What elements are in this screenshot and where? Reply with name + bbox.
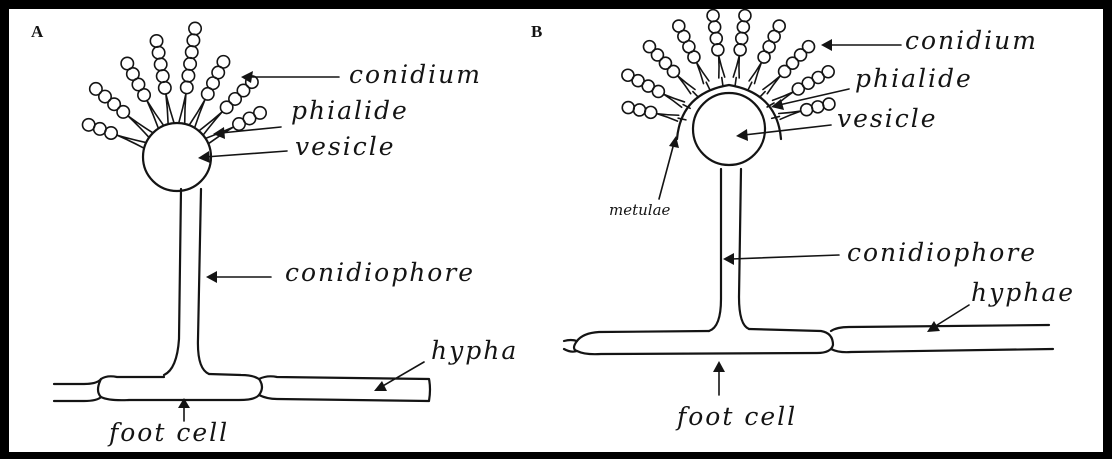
panel-b-conidium-8-3 bbox=[822, 66, 834, 78]
panel-a-conidium-3-3 bbox=[152, 47, 164, 59]
panel-a-conidium-3-2 bbox=[154, 58, 166, 70]
panel-b-metula-6 bbox=[748, 82, 752, 89]
panel-b-conidium-4-1 bbox=[710, 32, 722, 44]
panel-a-conidium-0-2 bbox=[82, 119, 94, 131]
panel-b-conidium-5-3 bbox=[739, 10, 751, 22]
panel-b-conidium-0-2 bbox=[622, 102, 634, 114]
panel-b-conidium-6-3 bbox=[773, 20, 785, 32]
panel-a-conidiophore bbox=[164, 189, 209, 375]
panel-a-label-hypha: hypha bbox=[431, 336, 518, 365]
panel-a-conidium-4-5 bbox=[189, 22, 201, 34]
panel-a-label-vesicle: vesicle bbox=[295, 132, 396, 161]
panel-b-label-hyphae: hyphae bbox=[971, 278, 1075, 307]
panel-b-conidium-4-0 bbox=[712, 44, 724, 56]
panel-b-conidium-0-1 bbox=[633, 104, 645, 116]
panel-b-metula-5 bbox=[735, 78, 736, 86]
panel-b-conidium-4-2 bbox=[709, 21, 721, 33]
panel-b-label-vesicle: vesicle bbox=[837, 104, 938, 133]
panel-b-conidium-9-2 bbox=[823, 98, 835, 110]
panel-b-conidiophore bbox=[709, 169, 749, 331]
panel-b-metula-4 bbox=[722, 78, 723, 86]
panel-b-phialide-4 bbox=[719, 56, 725, 78]
panel-b-conidiophore-arrow bbox=[731, 255, 839, 259]
panel-b-conidium-5-1 bbox=[736, 32, 748, 44]
panel-a-conidium-3-0 bbox=[159, 82, 171, 94]
panel-b-conidium-3-3 bbox=[673, 20, 685, 32]
panel-a-conidium-2-3 bbox=[121, 57, 133, 69]
panel-a-label-conidiophore: conidiophore bbox=[285, 258, 475, 287]
panel-a-conidium-4-3 bbox=[186, 46, 198, 58]
panel-b-conidium-2-3 bbox=[643, 41, 655, 53]
panel-a-conidium-7-2 bbox=[254, 107, 266, 119]
panel-b-conidium-0-0 bbox=[645, 106, 657, 118]
panel-b-phialide-3 bbox=[697, 62, 709, 83]
panel-b-label-foot-cell: foot cell bbox=[675, 402, 797, 431]
panel-b-metula-3 bbox=[706, 82, 710, 89]
panel-a-conidium-5-3 bbox=[217, 56, 229, 68]
panel-a-conidium-3-4 bbox=[150, 35, 162, 47]
panel-b-phialide-0 bbox=[657, 114, 679, 122]
panel-a-phialide-3 bbox=[166, 94, 174, 124]
panel-b-label-metulae: metulae bbox=[609, 201, 671, 219]
panel-a-conidium-3-1 bbox=[157, 70, 169, 82]
panel-a-hypha-arrow bbox=[381, 362, 424, 387]
panel-a-phialide-0 bbox=[117, 135, 146, 148]
panel-a-letter: A bbox=[31, 22, 44, 41]
panel-b-label-phialide: phialide bbox=[855, 64, 973, 93]
panel-b-metula-0 bbox=[678, 118, 686, 120]
panel-b: B conidium phialide vesicle metulae coni bbox=[531, 10, 1075, 431]
panel-b-foot-cell bbox=[574, 329, 833, 354]
panel-b-vesicle bbox=[693, 93, 765, 165]
panel-a-conidium-4-0 bbox=[181, 81, 193, 93]
panel-b-hyphae-arrow bbox=[934, 305, 969, 327]
panel-b-conidium-7-3 bbox=[803, 41, 815, 53]
panel-b-phialides bbox=[622, 10, 835, 122]
panel-a-conidium-4-4 bbox=[187, 34, 199, 46]
panel-b-conidium-9-1 bbox=[812, 101, 824, 113]
panel-a-phialide-1 bbox=[128, 116, 153, 138]
panel-b-conidium-5-2 bbox=[737, 21, 749, 33]
panel-b-phialide-1 bbox=[664, 94, 685, 107]
panel-b-metula-2 bbox=[693, 92, 699, 98]
panel-a-phialides bbox=[82, 22, 266, 148]
panel-b-vesicle-arrow bbox=[744, 125, 831, 135]
panel-a: A conidium phialide vesicle conidiophore… bbox=[31, 22, 518, 447]
panel-a-conidium-1-3 bbox=[90, 83, 102, 95]
panel-a-conidium-4-1 bbox=[182, 69, 194, 81]
panel-a-phialide-2 bbox=[147, 100, 164, 128]
panel-b-phialide-9 bbox=[779, 111, 801, 119]
panel-a-label-phialide: phialide bbox=[291, 96, 409, 125]
panel-b-conidium-9-0 bbox=[801, 104, 813, 116]
panel-b-label-conidium: conidium bbox=[905, 26, 1038, 55]
panel-b-metula-7 bbox=[760, 92, 766, 98]
panel-a-hypha bbox=[54, 376, 430, 401]
panel-a-phialide-4 bbox=[179, 94, 186, 124]
panel-b-phialide-6 bbox=[749, 62, 761, 83]
panel-b-metulae-arrow bbox=[659, 143, 674, 199]
panel-b-conidium-5-0 bbox=[734, 44, 746, 56]
panel-a-vesicle-arrow bbox=[205, 151, 287, 157]
panel-b-phialide-5 bbox=[733, 56, 739, 78]
panel-a-label-conidium: conidium bbox=[349, 60, 482, 89]
panel-b-conidium-4-3 bbox=[707, 10, 719, 22]
panel-a-phialide-5 bbox=[189, 99, 205, 127]
panel-b-metula-9 bbox=[772, 116, 780, 118]
panel-b-hyphae bbox=[564, 325, 1053, 352]
panel-b-conidium-1-3 bbox=[622, 69, 634, 81]
panel-b-letter: B bbox=[531, 22, 542, 41]
aspergillus-diagram: A conidium phialide vesicle conidiophore… bbox=[9, 9, 1103, 452]
panel-a-conidium-4-2 bbox=[184, 58, 196, 70]
panel-a-label-foot-cell: foot cell bbox=[107, 418, 229, 447]
panel-b-label-conidiophore: conidiophore bbox=[847, 238, 1037, 267]
